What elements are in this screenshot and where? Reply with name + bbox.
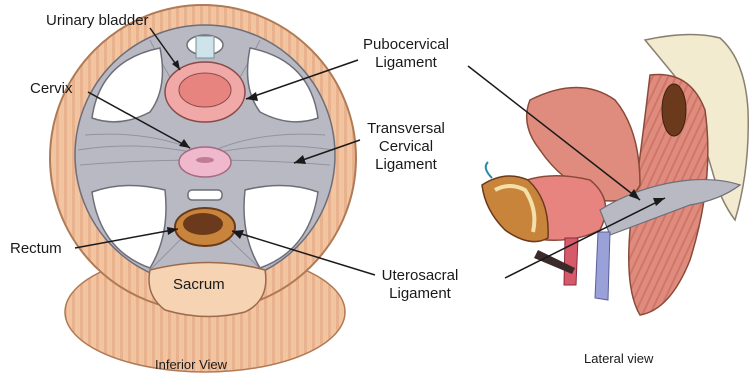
opening-mid (188, 190, 222, 200)
label-pubocervical-ligament: Pubocervical Ligament (356, 36, 456, 72)
urethra (196, 36, 214, 58)
label-cervix: Cervix (30, 80, 73, 98)
label-transversal-cervical-ligament: Transversal Cervical Ligament (356, 120, 456, 174)
inferior-view-illustration (50, 5, 356, 372)
rectum-inner (183, 213, 223, 235)
label-inferior-view: Inferior View (155, 356, 227, 374)
label-transversal-line2: Cervical (356, 138, 456, 156)
label-uterosacral-line1: Uterosacral (370, 267, 470, 285)
label-urinary-bladder: Urinary bladder (46, 12, 149, 30)
cervix-os (196, 157, 214, 163)
label-sacrum: Sacrum (173, 276, 225, 294)
label-rectum: Rectum (10, 240, 62, 258)
bladder-inner (179, 73, 231, 107)
lateral-rectum-lumen (662, 84, 686, 136)
label-transversal-line3: Ligament (356, 156, 456, 174)
lateral-hook (486, 162, 492, 178)
label-uterosacral-line2: Ligament (370, 285, 470, 303)
label-pubocervical-line2: Ligament (356, 54, 456, 72)
label-pubocervical-line1: Pubocervical (356, 36, 456, 54)
label-transversal-line1: Transversal (356, 120, 456, 138)
lateral-view-illustration (482, 34, 748, 315)
label-lateral-view: Lateral view (584, 350, 653, 368)
label-uterosacral-ligament: Uterosacral Ligament (370, 267, 470, 303)
lateral-vessel-blue (595, 232, 610, 300)
